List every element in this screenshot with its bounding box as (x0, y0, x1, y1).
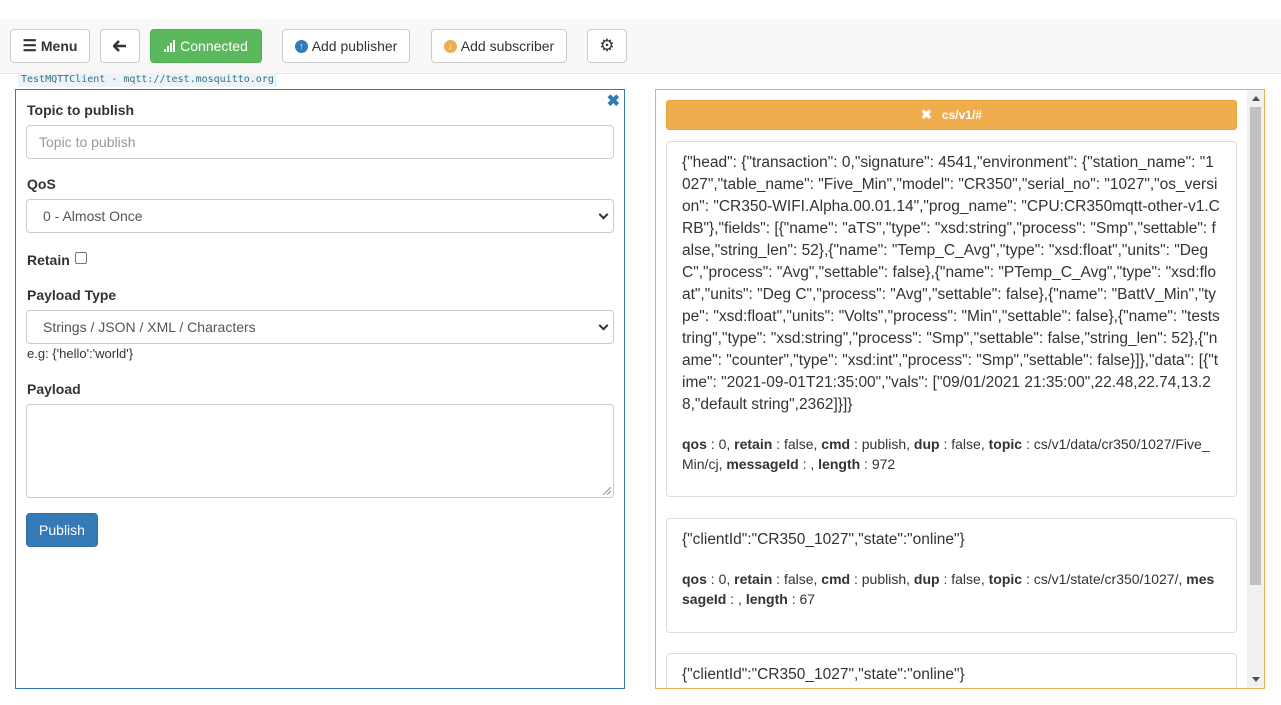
close-subscription-icon[interactable]: ✖ (921, 107, 932, 122)
publisher-panel: ✖ Topic to publish Topic to publish QoS … (15, 89, 625, 689)
meta-qos: 0 (718, 571, 727, 587)
subscriber-panel: ✖ cs/v1/# {"head": {"transaction": 0,"si… (655, 89, 1265, 689)
close-publisher-icon[interactable]: ✖ (606, 93, 620, 110)
subscription-topic: cs/v1/# (941, 108, 982, 122)
payload-hint: e.g: {'hello':'world'} (27, 346, 134, 361)
menu-button-label: Menu (40, 38, 78, 54)
gear-icon: ⚙ (599, 36, 615, 56)
scrollbar-thumb[interactable] (1250, 107, 1261, 585)
signal-icon (164, 40, 176, 52)
subscription-header[interactable]: ✖ cs/v1/# (666, 100, 1237, 130)
add-subscriber-label: Add subscriber (460, 38, 555, 54)
add-publisher-label: Add publisher (311, 38, 398, 54)
arrow-left-icon (113, 40, 126, 52)
menu-button[interactable]: ☰ Menu (10, 29, 90, 63)
publish-button[interactable]: Publish (26, 513, 98, 547)
message-meta: qos : 0, retain : false, cmd : publish, … (682, 436, 1210, 472)
meta-retain: false (783, 571, 814, 587)
topic-input-placeholder: Topic to publish (39, 134, 136, 150)
message-payload: {"clientId":"CR350_1027","state":"online… (682, 531, 965, 548)
message-payload: {"head": {"transaction": 0,"signature": … (682, 154, 1220, 413)
meta-qos: 0 (718, 436, 727, 452)
qos-select[interactable]: 0 - Almost Once (26, 199, 614, 233)
meta-length: 67 (799, 591, 816, 607)
meta-dup: false (951, 571, 981, 587)
message-card: {"clientId":"CR350_1027","state":"online… (666, 653, 1237, 688)
topic-input[interactable]: Topic to publish (26, 125, 614, 159)
payload-type-label: Payload Type (27, 287, 117, 303)
qos-select-value: 0 - Almost Once (43, 208, 143, 224)
retain-label: Retain (27, 252, 70, 268)
connection-info: TestMQTTClient - mqtt://test.mosquitto.o… (18, 73, 277, 87)
top-strip (0, 0, 1281, 19)
download-icon: ↓ (443, 39, 457, 53)
qos-label: QoS (27, 176, 56, 192)
add-publisher-button[interactable]: ↑ Add publisher (282, 29, 410, 63)
retain-checkbox[interactable] (75, 252, 87, 264)
payload-type-value: Strings / JSON / XML / Characters (43, 319, 256, 335)
payload-label: Payload (27, 381, 81, 397)
topic-label: Topic to publish (27, 102, 135, 118)
upload-icon: ↑ (294, 39, 308, 53)
chevron-down-icon (598, 320, 609, 331)
scrollbar[interactable] (1247, 90, 1264, 688)
meta-topic: cs/v1/data/cr350/1027/Five_Min/cj (682, 436, 1210, 472)
payload-type-select[interactable]: Strings / JSON / XML / Characters (26, 310, 614, 344)
chevron-down-icon (598, 209, 609, 220)
connected-button[interactable]: Connected (150, 29, 262, 63)
hamburger-icon: ☰ (22, 38, 37, 55)
meta-dup: false (951, 436, 981, 452)
meta-cmd: publish (861, 436, 907, 452)
connected-label: Connected (180, 38, 248, 54)
back-button[interactable] (100, 29, 140, 63)
meta-length: 972 (871, 456, 896, 472)
publish-button-label: Publish (39, 522, 85, 538)
meta-retain: false (783, 436, 814, 452)
message-payload: {"clientId":"CR350_1027","state":"online… (682, 666, 965, 683)
add-subscriber-button[interactable]: ↓ Add subscriber (431, 29, 567, 63)
payload-textarea[interactable] (26, 404, 614, 498)
resize-grip-icon[interactable] (603, 487, 611, 495)
scroll-up-icon[interactable] (1252, 96, 1260, 101)
settings-button[interactable]: ⚙ (587, 29, 627, 63)
message-card: {"head": {"transaction": 0,"signature": … (666, 141, 1237, 497)
scroll-down-icon[interactable] (1252, 677, 1260, 682)
meta-cmd: publish (861, 571, 907, 587)
message-meta: qos : 0, retain : false, cmd : publish, … (682, 571, 1215, 607)
meta-topic: cs/v1/state/cr350/1027/ (1033, 571, 1179, 587)
message-card: {"clientId":"CR350_1027","state":"online… (666, 518, 1237, 633)
toolbar: ☰ Menu Connected ↑ Add publisher ↓ Add s… (0, 19, 1281, 74)
